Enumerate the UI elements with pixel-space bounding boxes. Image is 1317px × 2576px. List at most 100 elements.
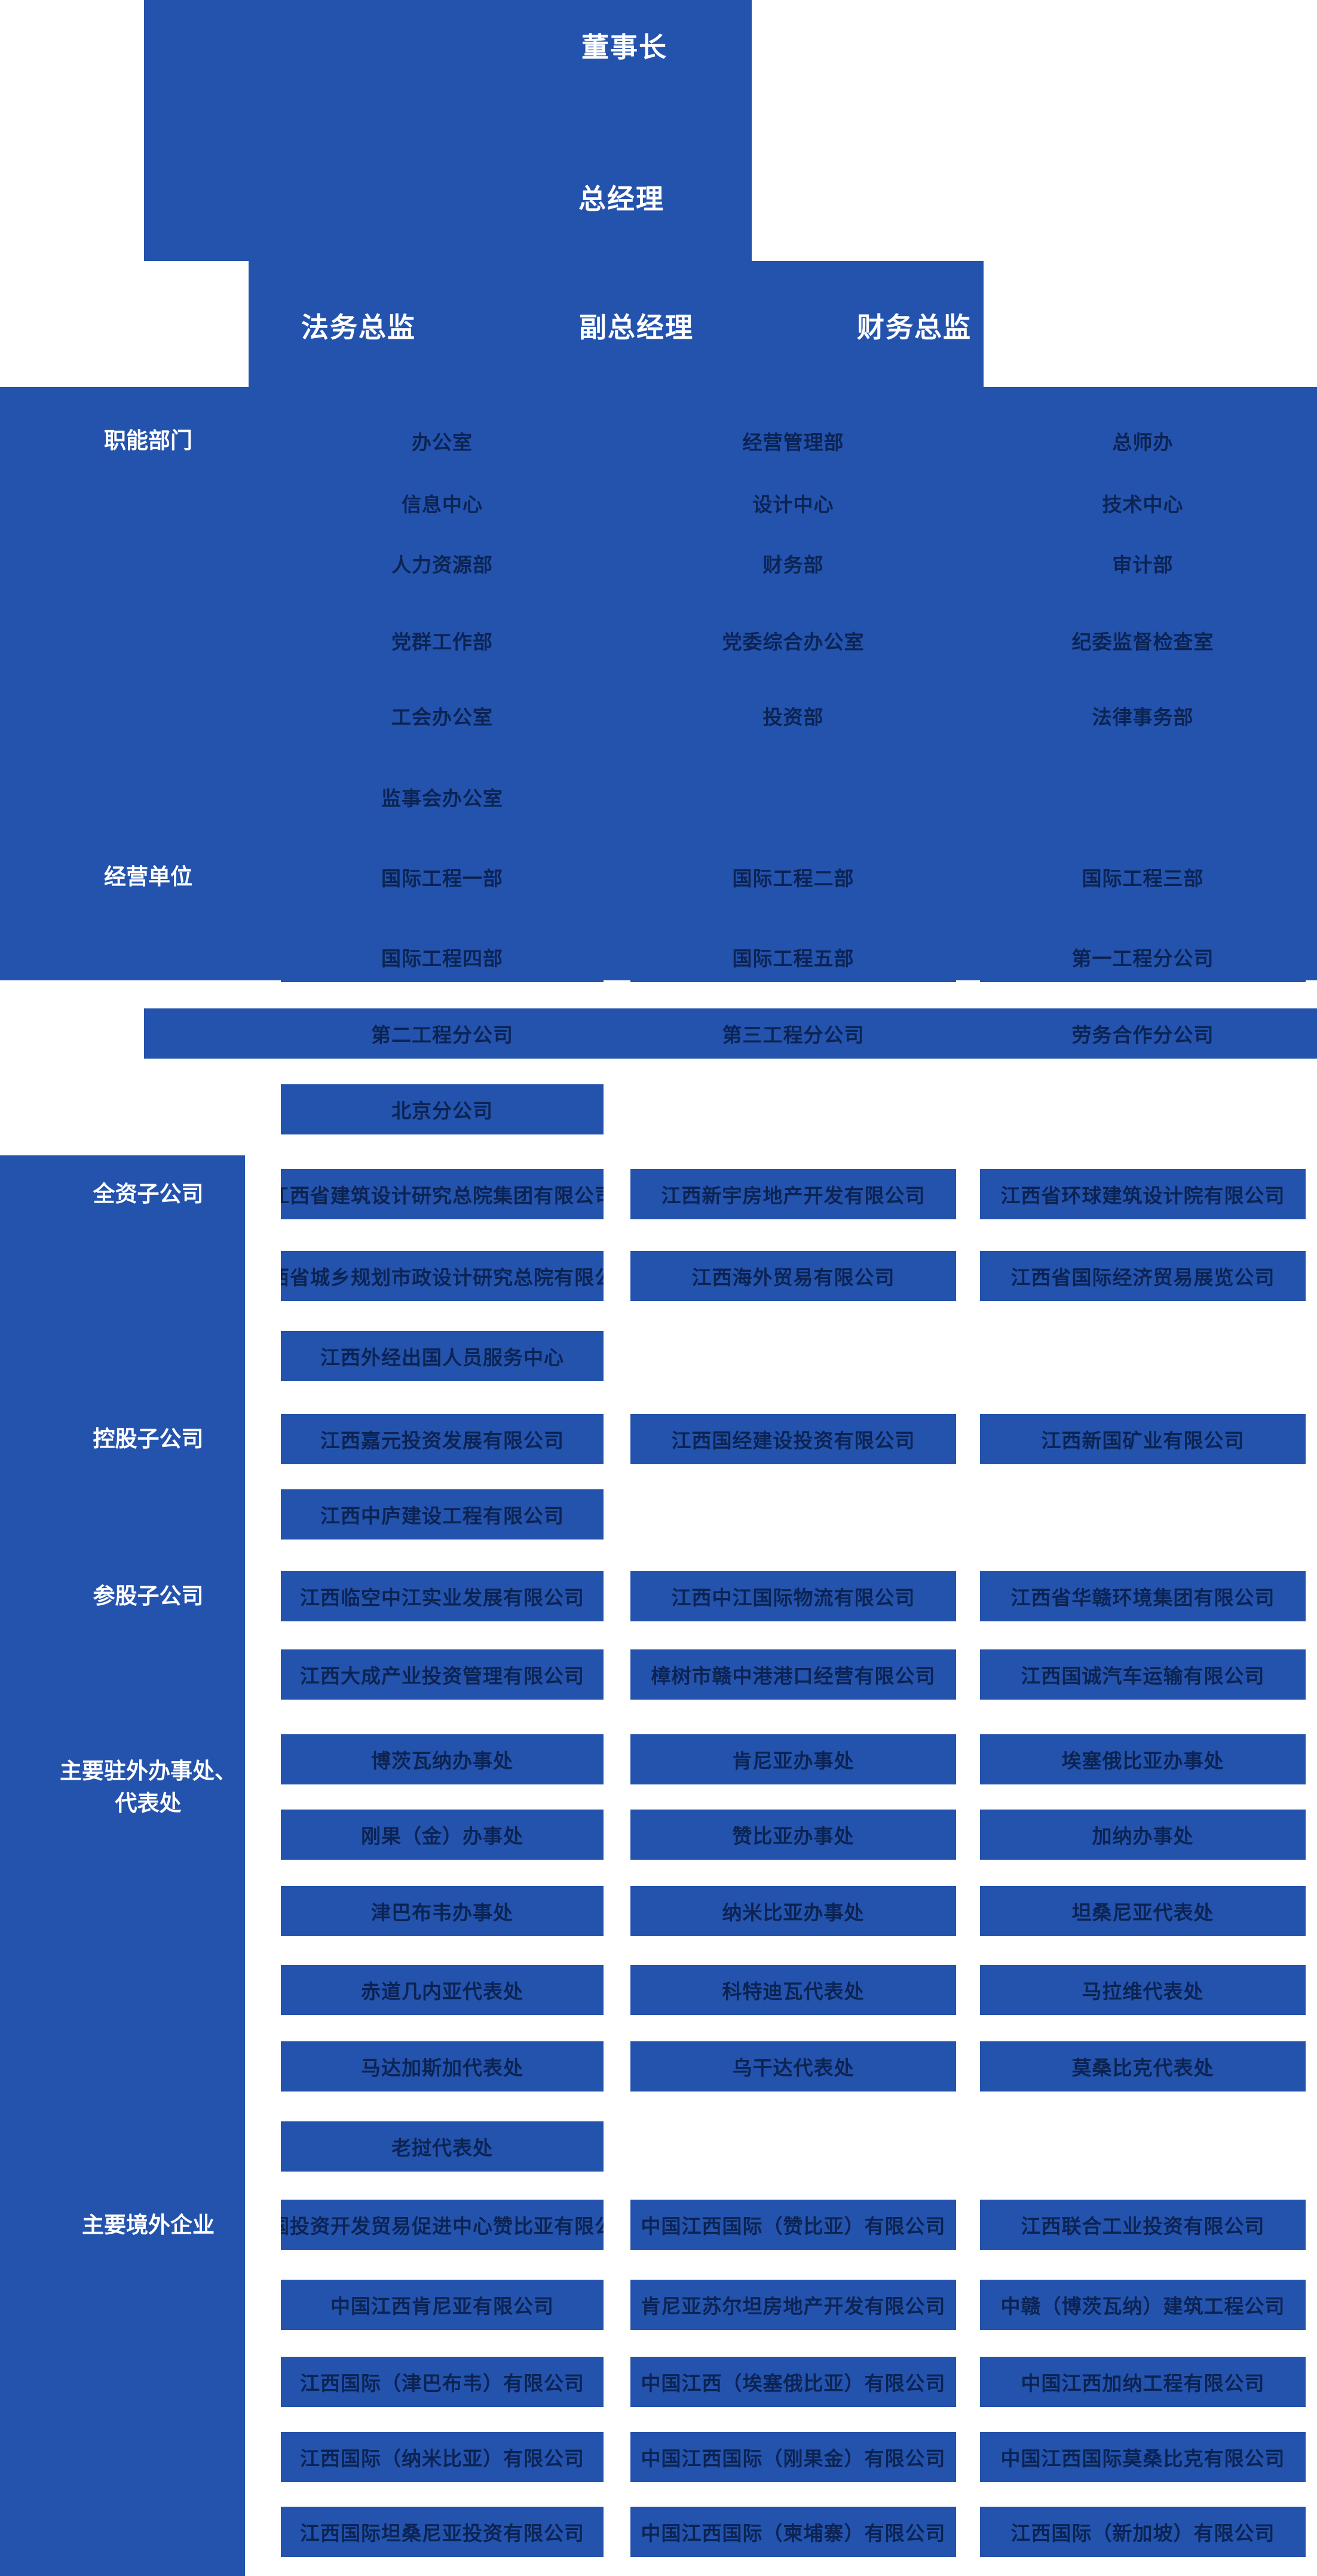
org-box-label: 肯尼亚办事处 [732, 1750, 854, 1772]
finance-director-box: 财务总监 [857, 312, 972, 343]
org-box: 国际工程一部 [281, 852, 604, 902]
section-label: 主要境外企业 [82, 2213, 215, 2238]
org-box: 江西国诚汽车运输有限公司 [980, 1649, 1306, 1700]
org-box: 办公室 [281, 416, 604, 466]
org-box-label: 江西国际（新加坡）有限公司 [1010, 2522, 1275, 2544]
org-box: 中国江西国际（赞比亚）有限公司 [630, 2200, 956, 2250]
org-box: 江西新宇房地产开发有限公司 [630, 1169, 956, 1219]
org-box-label: 纪委监督检查室 [1071, 631, 1214, 653]
org-box-label: 劳务合作分公司 [1071, 1024, 1214, 1046]
org-box: 赞比亚办事处 [630, 1810, 956, 1860]
org-box: 中国投资开发贸易促进中心赞比亚有限公司 [281, 2200, 604, 2250]
org-box-label: 江西省华赣环境集团有限公司 [1010, 1587, 1275, 1609]
org-box-label: 江西新宇房地产开发有限公司 [661, 1185, 926, 1207]
org-box-label: 马拉维代表处 [1082, 1980, 1204, 2002]
org-box: 审计部 [980, 538, 1306, 588]
org-box-label: 江西省环球建筑设计院有限公司 [1000, 1185, 1285, 1207]
org-box-label: 老挝代表处 [391, 2137, 493, 2159]
org-box-label: 纳米比亚办事处 [722, 1902, 865, 1924]
deputy-general-manager-box: 副总经理 [579, 312, 694, 343]
section-label: 经营单位 [104, 864, 192, 890]
org-box-label: 技术中心 [1102, 493, 1184, 516]
org-box: 江西国际（津巴布韦）有限公司 [281, 2357, 604, 2407]
org-box: 党群工作部 [281, 615, 604, 666]
org-box: 乌干达代表处 [630, 2041, 956, 2092]
org-box-label: 江西联合工业投资有限公司 [1021, 2215, 1265, 2237]
org-box-label: 第二工程分公司 [371, 1024, 513, 1046]
section-label: 主要驻外办事处、代表处 [60, 1759, 237, 1816]
org-box-label: 第一工程分公司 [1071, 947, 1214, 970]
org-box-label: 津巴布韦办事处 [371, 1902, 513, 1924]
org-box-label: 国际工程五部 [732, 947, 854, 970]
org-box: 津巴布韦办事处 [281, 1886, 604, 1936]
org-box: 马达加斯加代表处 [281, 2041, 604, 2092]
section-label: 参股子公司 [93, 1584, 204, 1609]
org-box: 信息中心 [332, 478, 553, 528]
org-box-label: 莫桑比克代表处 [1071, 2057, 1214, 2079]
org-box-label: 设计中心 [752, 493, 834, 516]
org-box-label: 江西国经建设投资有限公司 [671, 1430, 915, 1452]
org-box-label: 工会办公室 [391, 706, 493, 728]
org-box-label: 江西临空中江实业发展有限公司 [300, 1587, 584, 1609]
org-box-label: 信息中心 [402, 493, 483, 516]
chairman-box: 董事长 [581, 32, 667, 63]
org-box-label: 中国投资开发贸易促进中心赞比亚有限公司 [281, 2215, 604, 2237]
org-box: 财务部 [630, 538, 956, 588]
org-box-label: 国际工程四部 [381, 947, 503, 970]
org-box-label: 国际工程三部 [1082, 867, 1204, 890]
org-box: 江西中庐建设工程有限公司 [281, 1489, 604, 1540]
org-box: 江西省华赣环境集团有限公司 [980, 1571, 1306, 1621]
org-box-label: 江西嘉元投资发展有限公司 [320, 1430, 564, 1452]
org-box: 江西省国际经济贸易展览公司 [980, 1251, 1306, 1301]
org-box-label: 加纳办事处 [1092, 1825, 1194, 1847]
org-box-label: 投资部 [762, 706, 824, 728]
org-box-label: 江西省建筑设计研究总院集团有限公司 [281, 1185, 604, 1207]
org-box-label: 中国江西（埃塞俄比亚）有限公司 [641, 2372, 946, 2394]
org-box: 工会办公室 [281, 691, 604, 741]
org-box: 国际工程四部 [281, 932, 604, 982]
org-box: 设计中心 [681, 478, 905, 528]
org-box: 江西嘉元投资发展有限公司 [281, 1414, 604, 1464]
org-box-label: 江西中庐建设工程有限公司 [320, 1505, 564, 1527]
org-box: 埃塞俄比亚办事处 [980, 1734, 1306, 1784]
org-box-label: 总师办 [1112, 431, 1174, 453]
org-box: 第三工程分公司 [630, 1008, 956, 1059]
org-box: 江西省城乡规划市政设计研究总院有限公司 [281, 1251, 604, 1301]
org-box-label: 埃塞俄比亚办事处 [1061, 1750, 1224, 1772]
org-box-label: 樟树市赣中港港口经营有限公司 [651, 1665, 936, 1687]
org-box: 监事会办公室 [281, 772, 604, 822]
org-box: 第一工程分公司 [980, 932, 1306, 982]
org-box-label: 中国江西国际（柬埔寨）有限公司 [641, 2522, 946, 2544]
org-box: 加纳办事处 [980, 1810, 1306, 1860]
org-box-label: 中国江西国际（赞比亚）有限公司 [641, 2215, 946, 2237]
org-box: 经营管理部 [630, 416, 956, 466]
org-box-label: 江西大成产业投资管理有限公司 [300, 1665, 584, 1687]
org-box: 江西临空中江实业发展有限公司 [281, 1571, 604, 1621]
org-box: 江西新国矿业有限公司 [980, 1414, 1306, 1464]
org-box: 纳米比亚办事处 [630, 1886, 956, 1936]
org-box-label: 赞比亚办事处 [732, 1825, 854, 1847]
org-box: 江西国际（新加坡）有限公司 [980, 2507, 1306, 2557]
section-label: 控股子公司 [93, 1427, 204, 1452]
section-label: 全资子公司 [93, 1182, 204, 1207]
org-box-label: 江西国际（纳米比亚）有限公司 [300, 2448, 584, 2470]
org-box-label: 江西海外贸易有限公司 [691, 1266, 895, 1289]
org-box: 江西国经建设投资有限公司 [630, 1414, 956, 1464]
org-box: 莫桑比克代表处 [980, 2041, 1306, 2092]
org-box-label: 北京分公司 [391, 1100, 493, 1122]
org-box-label: 经营管理部 [742, 431, 844, 453]
org-box-label: 第三工程分公司 [722, 1024, 865, 1046]
org-box: 法律事务部 [980, 691, 1306, 741]
org-box: 党委综合办公室 [630, 615, 956, 666]
org-box: 中国江西（埃塞俄比亚）有限公司 [630, 2357, 956, 2407]
org-box-label: 刚果（金）办事处 [361, 1825, 523, 1847]
org-box-label: 赤道几内亚代表处 [361, 1980, 523, 2002]
general-manager-box: 总经理 [578, 183, 664, 214]
org-box: 中国江西加纳工程有限公司 [980, 2357, 1306, 2407]
org-box-label: 法律事务部 [1092, 706, 1194, 728]
org-box-label: 监事会办公室 [381, 787, 503, 809]
org-box: 江西省环球建筑设计院有限公司 [980, 1169, 1306, 1219]
org-box-label: 人力资源部 [391, 554, 493, 576]
org-box-label: 乌干达代表处 [732, 2057, 854, 2079]
